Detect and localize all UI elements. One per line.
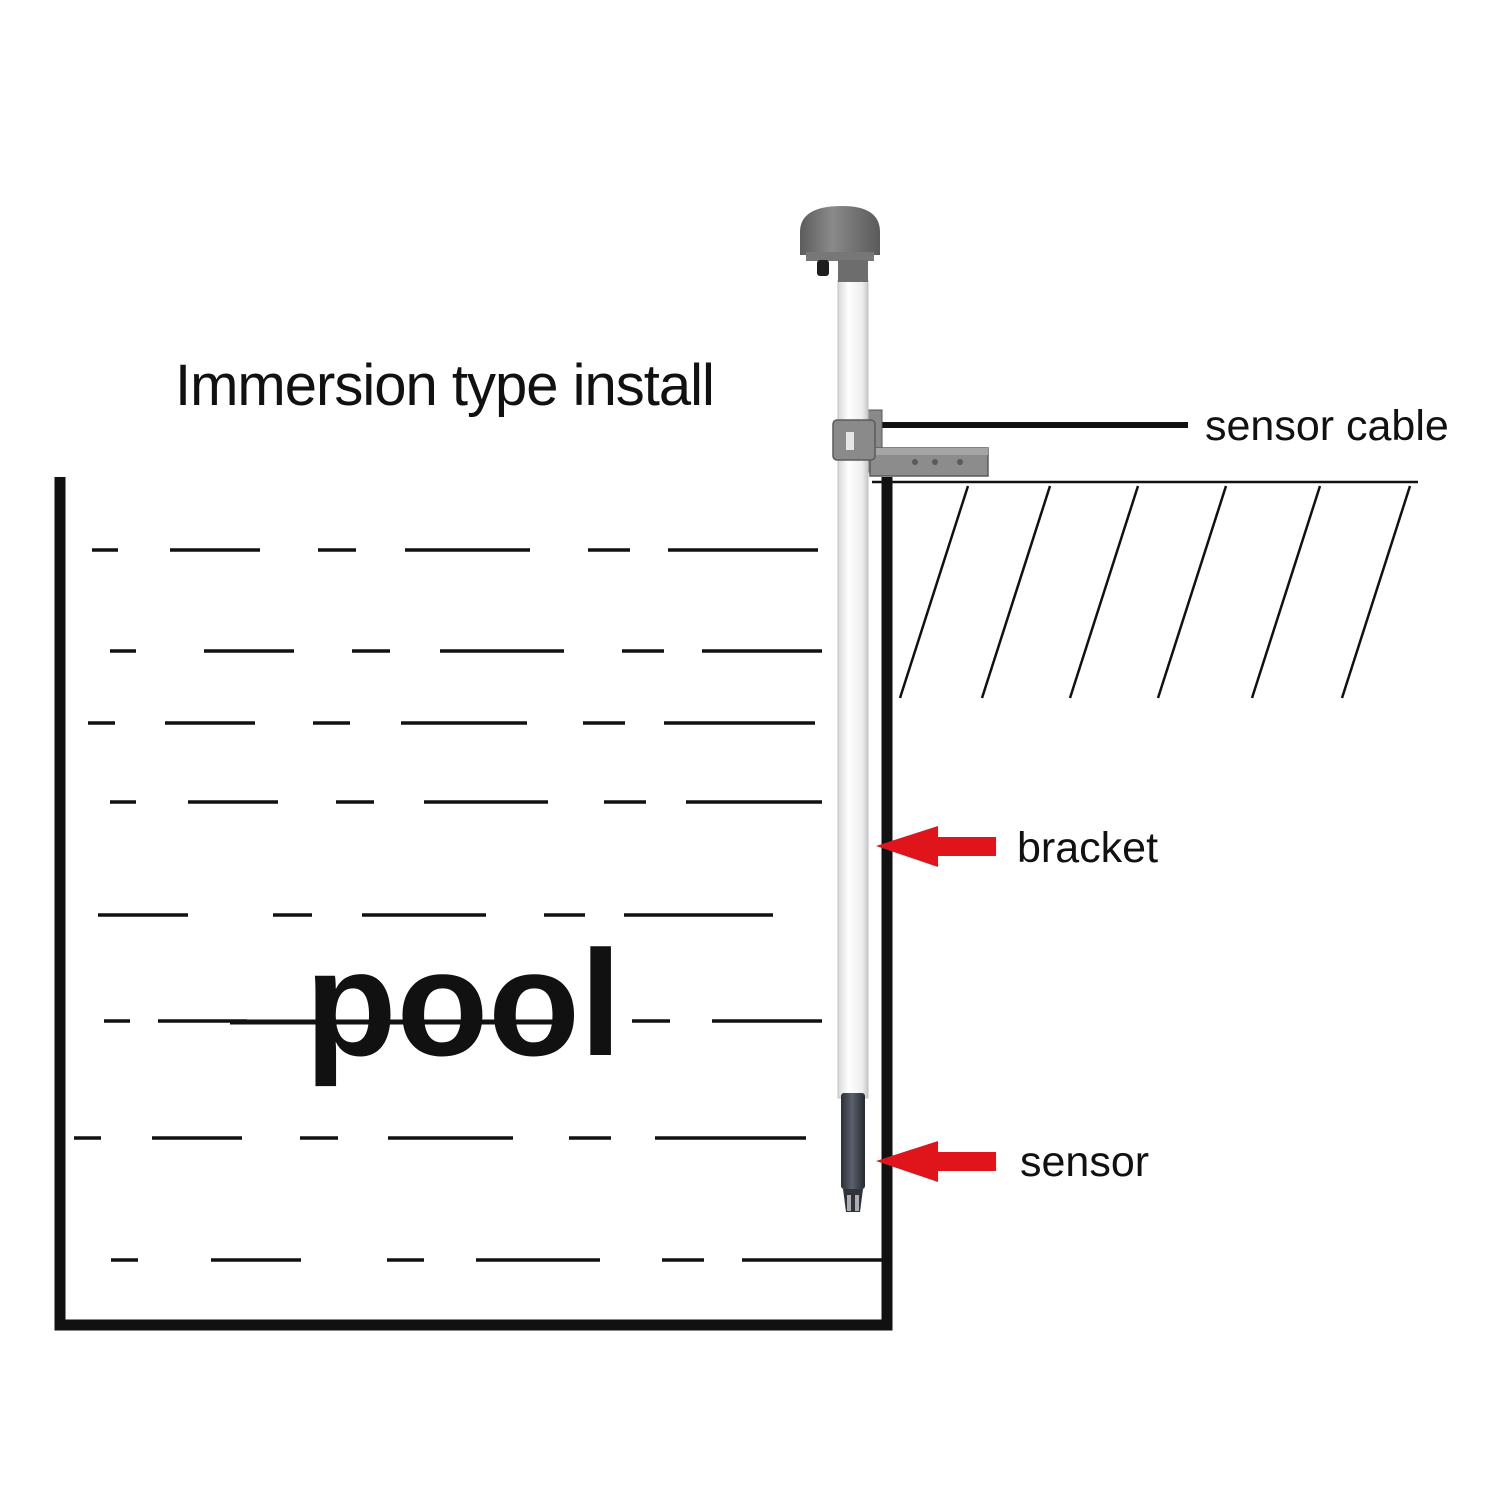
pole-pipe: [837, 279, 869, 1099]
hatch-line: [1068, 485, 1140, 699]
hatch-line: [980, 485, 1052, 699]
sensor-arrow-icon: [876, 1141, 996, 1182]
ground-hatch: [872, 480, 1418, 699]
water-dashes: [74, 548, 892, 1262]
pole-cap-top: [800, 206, 880, 255]
bracket-bolt: [957, 459, 963, 465]
bracket-plate-top: [870, 448, 988, 455]
pole-clamp-window: [846, 432, 854, 450]
sensor-probe-body: [841, 1093, 865, 1189]
sensor-label: sensor: [1020, 1138, 1149, 1186]
bracket-bolt: [932, 459, 938, 465]
pole-cap-rim: [806, 252, 874, 261]
sensor-probe-tip: [843, 1189, 863, 1212]
hatch-line: [1250, 485, 1322, 699]
pole-cap-neck: [838, 260, 868, 282]
ground-hatch-lines: [898, 485, 1412, 699]
pool-label: pool: [230, 919, 622, 1087]
pool-label-text: pool: [305, 919, 622, 1087]
sensor-probe-slot: [847, 1195, 851, 1211]
bracket-label: bracket: [1017, 824, 1158, 872]
hatch-line: [1156, 485, 1228, 699]
bracket-bolt: [912, 459, 918, 465]
bracket-arrow-icon: [876, 826, 996, 867]
pool-container: [54, 477, 893, 1331]
hatch-line: [1340, 485, 1412, 699]
sensor-probe-slot: [855, 1195, 859, 1211]
sensor-cable-label: sensor cable: [1205, 402, 1449, 450]
bracket-plate: [867, 409, 989, 477]
sensor-pole: [800, 206, 880, 1212]
diagram-title: Immersion type install: [175, 353, 714, 418]
hatch-line: [898, 485, 970, 699]
cable-gland: [817, 260, 829, 276]
